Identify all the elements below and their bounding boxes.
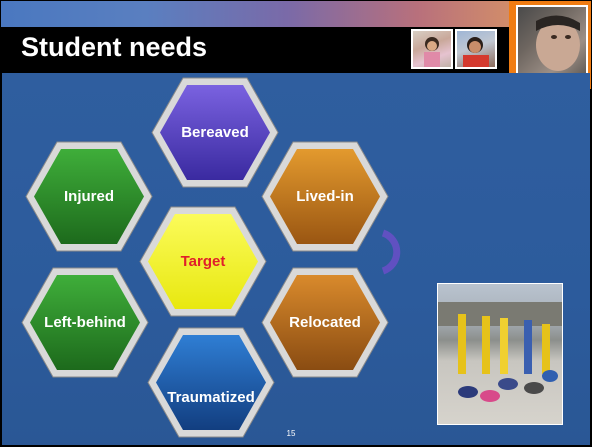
hex-injured: Injured bbox=[25, 141, 153, 252]
hex-relocated: Relocated bbox=[261, 267, 389, 378]
slide-title: Student needs bbox=[21, 32, 208, 62]
hex-traumatized: Traumatized bbox=[147, 327, 275, 438]
child-photo-2-icon bbox=[455, 29, 497, 69]
hex-left-behind: Left-behind bbox=[21, 267, 149, 378]
hex-label: Left-behind bbox=[44, 314, 126, 331]
hex-label: Lived-in bbox=[296, 188, 354, 205]
child-photo-1-icon bbox=[411, 29, 453, 69]
hex-bereaved: Bereaved bbox=[151, 77, 279, 188]
outdoor-classroom-photo-icon bbox=[437, 283, 563, 425]
hex-label: Target bbox=[180, 253, 226, 270]
hex-label: Injured bbox=[63, 188, 114, 205]
decorative-arc-icon bbox=[381, 229, 401, 275]
hex-label: Traumatized bbox=[167, 389, 255, 406]
title-gradient-strip bbox=[1, 1, 521, 27]
hex-label: Bereaved bbox=[181, 124, 249, 141]
title-bar: Student needs bbox=[1, 1, 591, 73]
hex-label: Relocated bbox=[289, 314, 361, 331]
hex-target: Target bbox=[139, 206, 267, 317]
page-number: 15 bbox=[286, 429, 296, 438]
hex-lived-in: Lived-in bbox=[261, 141, 389, 252]
child-portrait-icon bbox=[516, 5, 588, 81]
